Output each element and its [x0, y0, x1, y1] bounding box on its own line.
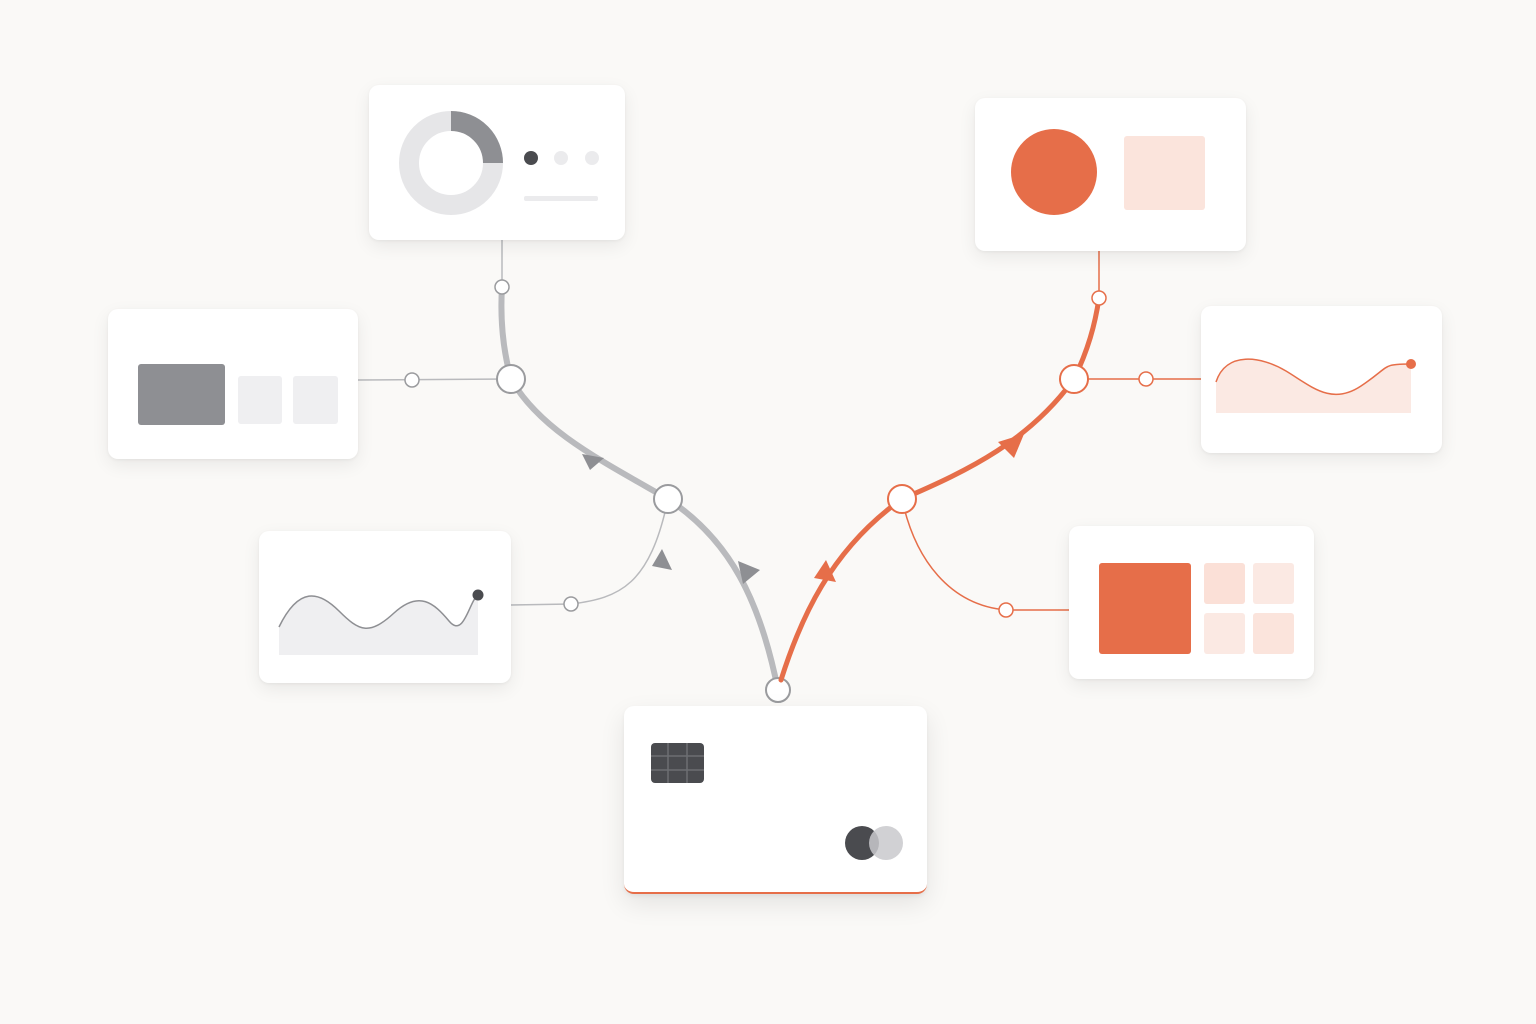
- accent-light-tile: [1253, 613, 1294, 654]
- block-dark: [138, 364, 225, 425]
- right-grid-link: [901, 498, 1069, 611]
- dot-indicator: [524, 151, 538, 165]
- accent-light-block: [1124, 136, 1205, 210]
- left-main-path: [665, 496, 781, 693]
- wave-endpoint: [472, 589, 484, 601]
- card-network-logo-icon: [845, 826, 903, 860]
- node-dot: [1138, 371, 1154, 387]
- node-circle: [496, 364, 526, 394]
- arrow-up-icon: [998, 434, 1024, 458]
- card-chip-icon: [651, 743, 704, 783]
- arrow-up-icon: [652, 549, 672, 570]
- right-upper-path: [899, 376, 1077, 502]
- accent-block: [1099, 563, 1191, 654]
- dot-indicator: [554, 151, 568, 165]
- block-light: [293, 376, 338, 424]
- placeholder-line: [524, 196, 598, 201]
- left-wave-link: [510, 498, 669, 606]
- node-dot: [1091, 290, 1107, 306]
- arrow-down-icon: [738, 561, 760, 584]
- node-dot: [494, 279, 510, 295]
- node-circle: [653, 484, 683, 514]
- wave-line: [278, 594, 479, 629]
- dot-indicator: [585, 151, 599, 165]
- left-upper-path: [508, 376, 671, 502]
- node-dot: [563, 596, 579, 612]
- right-main-path: [778, 496, 905, 683]
- accent-circle-icon: [1011, 129, 1097, 215]
- donut-segment: [450, 111, 503, 164]
- wave-area: [1216, 359, 1411, 413]
- blocks-widget-card[interactable]: [108, 309, 358, 459]
- block-light: [238, 376, 282, 424]
- payment-card[interactable]: [624, 706, 927, 894]
- node-dot: [404, 372, 420, 388]
- wave-chart-card-left[interactable]: [259, 531, 511, 683]
- wave-chart-card-right[interactable]: [1201, 306, 1442, 453]
- accent-light-tile: [1204, 613, 1245, 654]
- accent-light-tile: [1253, 563, 1294, 604]
- node-circle: [887, 484, 917, 514]
- circle-widget-card[interactable]: [975, 98, 1246, 251]
- accent-light-tile: [1204, 563, 1245, 604]
- wave-endpoint: [1406, 359, 1416, 369]
- arrow-up-icon: [814, 560, 836, 582]
- arrow-up-icon: [582, 454, 604, 470]
- node-circle: [1059, 364, 1089, 394]
- donut-widget-card[interactable]: [369, 85, 625, 240]
- node-dot: [998, 602, 1014, 618]
- left-blocks-link: [357, 378, 512, 381]
- grid-widget-card[interactable]: [1069, 526, 1314, 679]
- node-circle: [765, 677, 791, 703]
- wave-line: [1215, 358, 1412, 396]
